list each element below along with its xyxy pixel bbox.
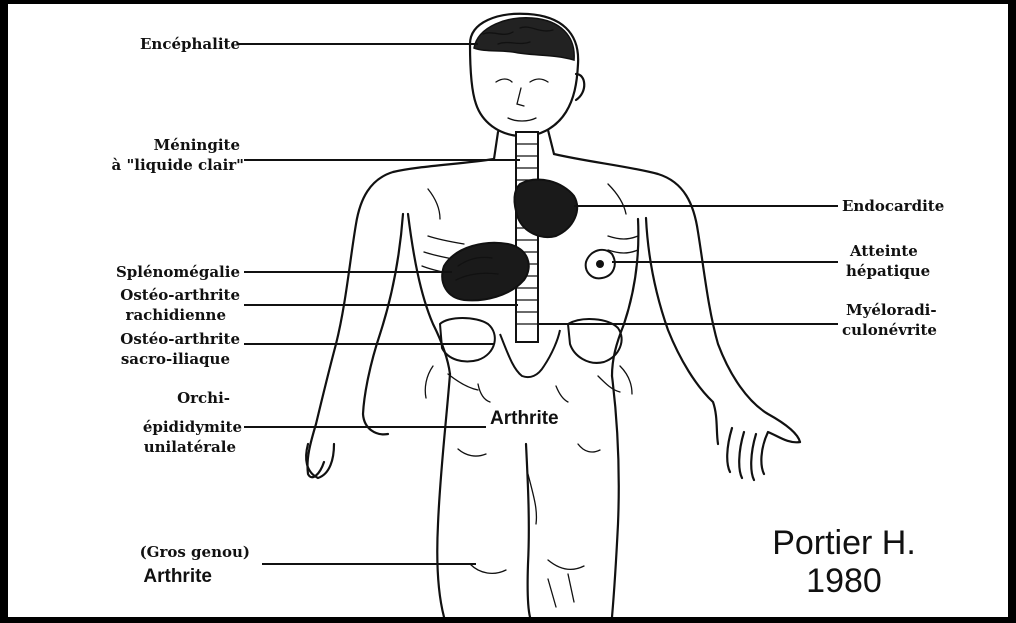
- citation-year: 1980: [806, 562, 882, 600]
- anatomy-diagram: Encéphalite Méningite à "liquide clair" …: [8, 4, 1008, 617]
- label-osteo-rachidienne-line2: rachidienne: [126, 306, 226, 324]
- heart: [515, 180, 578, 237]
- label-encephalite: Encéphalite: [140, 35, 240, 53]
- label-orchi-line1: Orchi-: [177, 389, 230, 407]
- label-myelo-line1: Myéloradi-: [846, 301, 937, 319]
- label-orchi-line3: unilatérale: [144, 438, 236, 456]
- left-labels: Encéphalite Méningite à "liquide clair" …: [112, 35, 250, 587]
- label-arthrite-centre: Arthrite: [490, 408, 559, 429]
- spine: [516, 132, 538, 342]
- label-atteinte-line1: Atteinte: [849, 242, 918, 260]
- right-labels: Endocardite Atteinte hépatique Myéloradi…: [842, 197, 944, 339]
- label-atteinte-line2: hépatique: [846, 262, 930, 280]
- citation-author: Portier H.: [772, 524, 916, 562]
- label-meningite-line2: à "liquide clair": [112, 156, 244, 174]
- figure-frame: Encéphalite Méningite à "liquide clair" …: [8, 4, 1008, 617]
- label-osteo-rachidienne-line1: Ostéo-arthrite: [120, 286, 240, 304]
- human-body-illustration: [306, 14, 800, 617]
- label-orchi-line2: épididymite: [143, 418, 242, 436]
- label-meningite-line1: Méningite: [154, 136, 240, 154]
- label-osteo-sacro-line1: Ostéo-arthrite: [120, 330, 240, 348]
- label-myelo-line2: culonévrite: [842, 321, 937, 339]
- label-osteo-sacro-line2: sacro-iliaque: [121, 350, 230, 368]
- label-arthrite-genou: Arthrite: [143, 566, 212, 587]
- label-splenomegalie: Splénomégalie: [116, 263, 240, 281]
- citation: Portier H. 1980: [772, 524, 916, 600]
- label-endocardite: Endocardite: [842, 197, 944, 215]
- label-gros-genou: (Gros genou): [140, 543, 250, 561]
